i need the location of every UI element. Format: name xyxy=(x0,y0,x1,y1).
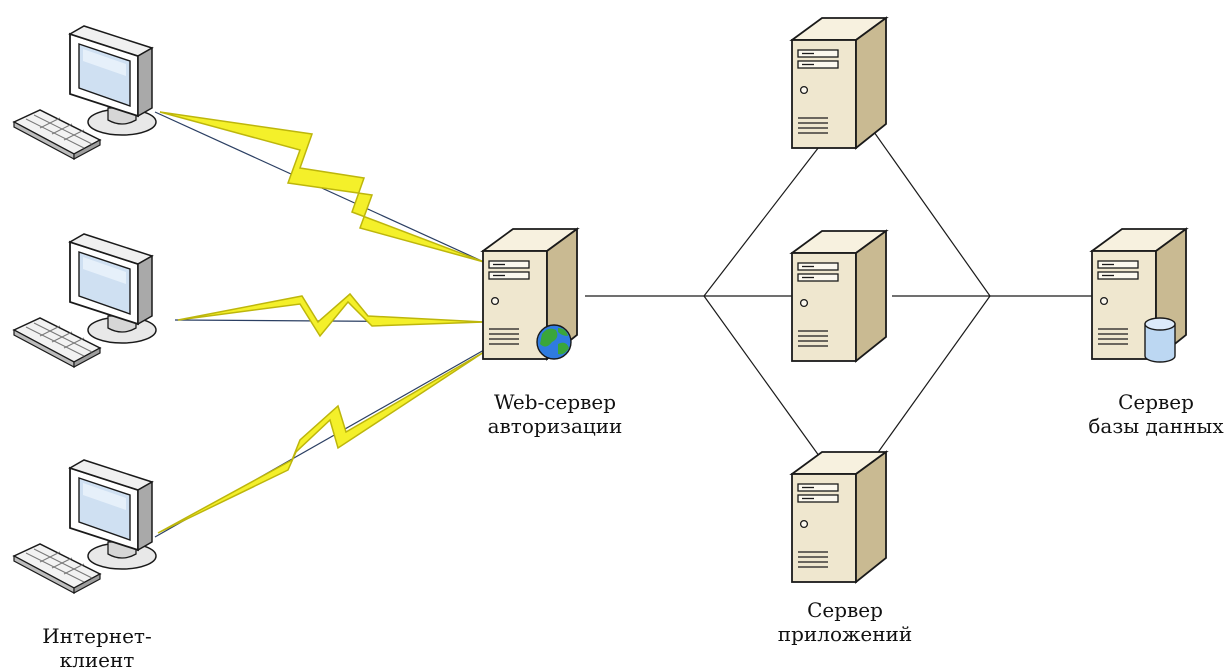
db-server-label: Сервер базы данных xyxy=(1080,390,1232,438)
server-links xyxy=(585,131,1092,461)
db-server-label-line2: базы данных xyxy=(1088,414,1224,438)
server-icon xyxy=(791,230,887,362)
app-server-label-line1: Сервер xyxy=(807,598,883,622)
web-server-label: Web-сервер авторизации xyxy=(470,390,640,438)
computer-icon xyxy=(13,233,157,368)
db-server-label-line1: Сервер xyxy=(1118,390,1194,414)
server-icon xyxy=(791,17,887,149)
web-server-label-line2: авторизации xyxy=(487,414,623,438)
web-server-label-line1: Web-сервер xyxy=(493,390,617,414)
client-label: Интернет- клиент xyxy=(22,624,172,672)
computer-icon xyxy=(13,25,157,160)
database-icon xyxy=(1144,317,1176,363)
client-label-line1: Интернет- xyxy=(42,624,152,648)
client-label-line2: клиент xyxy=(59,648,135,672)
globe-icon xyxy=(536,324,572,360)
computer-icon xyxy=(13,459,157,594)
app-server-label-line2: приложений xyxy=(777,622,913,646)
server-icon xyxy=(791,451,887,583)
app-server-label: Сервер приложений xyxy=(770,598,920,646)
lightning-icon xyxy=(177,292,485,338)
